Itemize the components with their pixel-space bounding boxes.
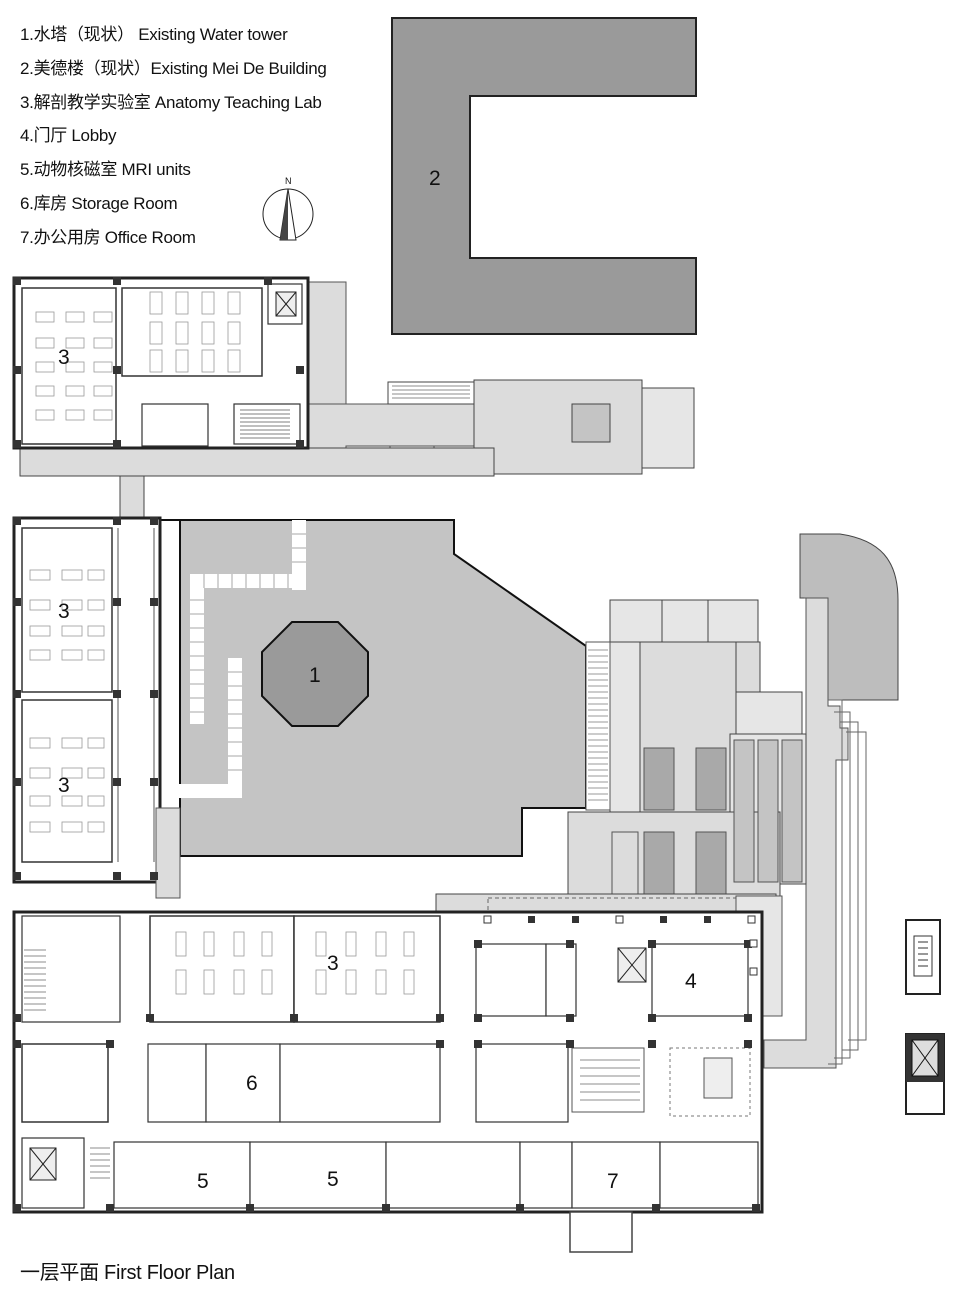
stair-hatching-east [588, 649, 608, 801]
north-label: N [285, 176, 292, 186]
plan-caption: 一层平面 First Floor Plan [20, 1262, 235, 1284]
lab-tables-south [175, 931, 415, 995]
west-lab-wing [12, 516, 181, 899]
north-arrow: N [262, 176, 314, 241]
stair-hatching-bridge [392, 385, 470, 399]
legend: 1.水塔（现状） Existing Water tower 2.美德楼（现状）E… [20, 18, 327, 255]
stairs-south [24, 949, 640, 1179]
east-pavilion-stair [905, 919, 941, 995]
legend-item: 2.美德楼（现状）Existing Mei De Building [20, 58, 327, 78]
east-pavilion-elevator [905, 1033, 945, 1115]
mei-de-building [391, 17, 697, 335]
label-office: 7 [607, 1170, 619, 1193]
courtyard [160, 519, 587, 857]
label-mei-de: 2 [429, 167, 441, 190]
label-lab-west-upper: 3 [58, 600, 70, 623]
lab-tables-north [35, 291, 241, 421]
bridge-corridor [19, 281, 695, 521]
water-tower [261, 621, 369, 727]
label-lab-center: 3 [327, 952, 339, 975]
legend-item: 1.水塔（现状） Existing Water tower [20, 25, 288, 44]
label-water-tower: 1 [309, 664, 321, 687]
legend-item: 5.动物核磁室 MRI units [20, 160, 191, 180]
room-labels: 1 2 3 3 3 3 4 5 5 6 7 [58, 167, 697, 1193]
stair-north-lab [240, 409, 290, 439]
label-mri-1: 5 [197, 1170, 209, 1193]
legend-item: 3.解剖教学实验室 Anatomy Teaching Lab [20, 92, 322, 112]
courtyard-paving-grid [190, 533, 306, 771]
legend-item: 6.库房 Storage Room [20, 193, 178, 213]
legend-item: 4.门厅 Lobby [20, 126, 117, 146]
outline-columns [483, 915, 758, 976]
label-lab-north: 3 [58, 346, 70, 369]
label-mri-2: 5 [327, 1168, 339, 1191]
structural-columns [13, 277, 760, 1212]
lab-tables-west [29, 569, 105, 833]
label-lobby: 4 [685, 970, 697, 993]
legend-item: 7.办公用房 Office Room [20, 227, 196, 247]
label-lab-west-lower: 3 [58, 774, 70, 797]
south-main-building [12, 910, 764, 1253]
label-storage: 6 [246, 1072, 258, 1095]
